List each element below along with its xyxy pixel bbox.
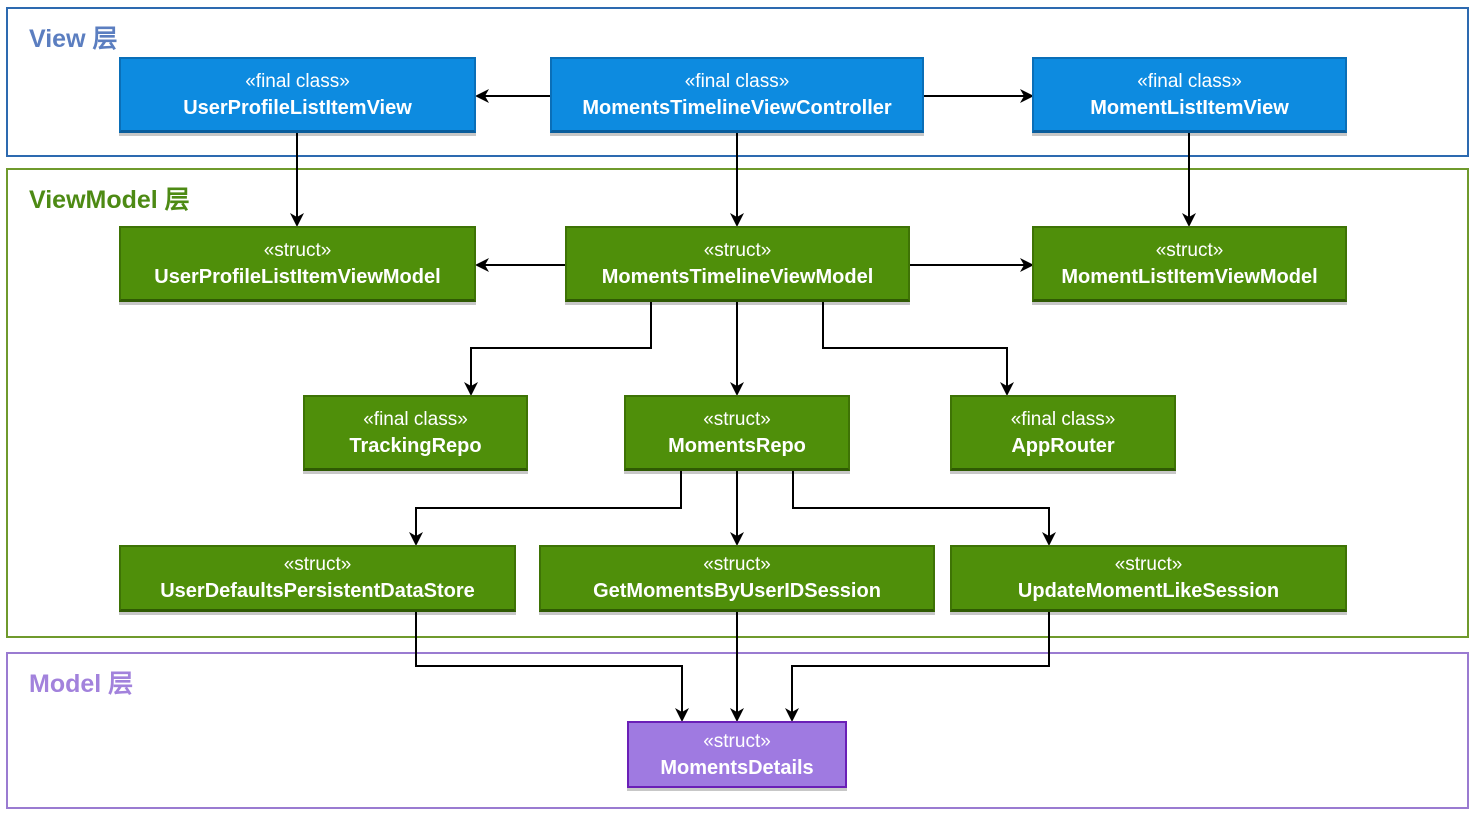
node-user-profile-list-item-view-model[interactable]: «struct» UserProfileListItemViewModel [119,226,476,302]
node-class-name: UserProfileListItemViewModel [154,265,441,288]
node-class-name: UserProfileListItemView [183,96,412,119]
node-class-name: MomentsDetails [660,756,814,779]
node-stereotype: «final class» [1137,70,1242,92]
node-stereotype: «struct» [703,730,771,752]
edge-timelinevm-to-approuter [822,302,1014,396]
edge-timelinevm-to-trackingrepo [464,302,652,396]
edge-updatesession-to-details [785,612,1050,722]
node-class-name: MomentListItemViewModel [1061,265,1318,288]
node-class-name: MomentListItemView [1090,96,1289,119]
node-class-name: GetMomentsByUserIDSession [593,580,881,602]
node-class-name: MomentsRepo [668,434,806,457]
node-stereotype: «final class» [363,408,468,430]
node-class-name: AppRouter [1011,434,1115,457]
node-stereotype: «struct» [263,239,332,261]
view-layer-title: View 层 [29,25,118,53]
node-stereotype: «struct» [1155,239,1224,261]
model-layer-title: Model 层 [29,670,134,698]
edge-datastore-to-details [415,612,689,722]
node-moments-timeline-view-controller[interactable]: «final class» MomentsTimelineViewControl… [550,57,924,133]
viewmodel-layer-title: ViewModel 层 [29,186,190,214]
node-stereotype: «struct» [283,554,352,575]
node-app-router[interactable]: «final class» AppRouter [950,395,1176,471]
node-tracking-repo[interactable]: «final class» TrackingRepo [303,395,528,471]
node-stereotype: «final class» [684,70,790,92]
node-class-name: UpdateMomentLikeSession [1017,580,1280,602]
node-moment-list-item-view-model[interactable]: «struct» MomentListItemViewModel [1032,226,1347,302]
node-user-defaults-persistent-data-store[interactable]: «struct» UserDefaultsPersistentDataStore [119,545,516,612]
node-update-moment-like-session[interactable]: «struct» UpdateMomentLikeSession [950,545,1347,612]
edge-momentsrepo-to-updatesession [792,471,1056,546]
node-stereotype: «struct» [703,239,772,261]
node-user-profile-list-item-view[interactable]: «final class» UserProfileListItemView [119,57,476,133]
edge-momentsrepo-to-datastore [409,471,682,546]
node-class-name: MomentsTimelineViewController [582,96,892,119]
node-stereotype: «struct» [703,408,771,430]
node-stereotype: «final class» [245,70,350,92]
node-class-name: TrackingRepo [349,434,482,457]
node-stereotype: «final class» [1010,408,1116,430]
node-class-name: MomentsTimelineViewModel [601,265,874,288]
node-stereotype: «struct» [703,554,771,575]
node-moments-repo[interactable]: «struct» MomentsRepo [624,395,850,471]
node-moment-list-item-view[interactable]: «final class» MomentListItemView [1032,57,1347,133]
node-moments-timeline-view-model[interactable]: «struct» MomentsTimelineViewModel [565,226,910,302]
node-stereotype: «struct» [1114,554,1183,575]
node-class-name: UserDefaultsPersistentDataStore [160,580,475,602]
node-get-moments-by-user-id-session[interactable]: «struct» GetMomentsByUserIDSession [539,545,935,612]
node-moments-details[interactable]: «struct» MomentsDetails [627,721,847,788]
